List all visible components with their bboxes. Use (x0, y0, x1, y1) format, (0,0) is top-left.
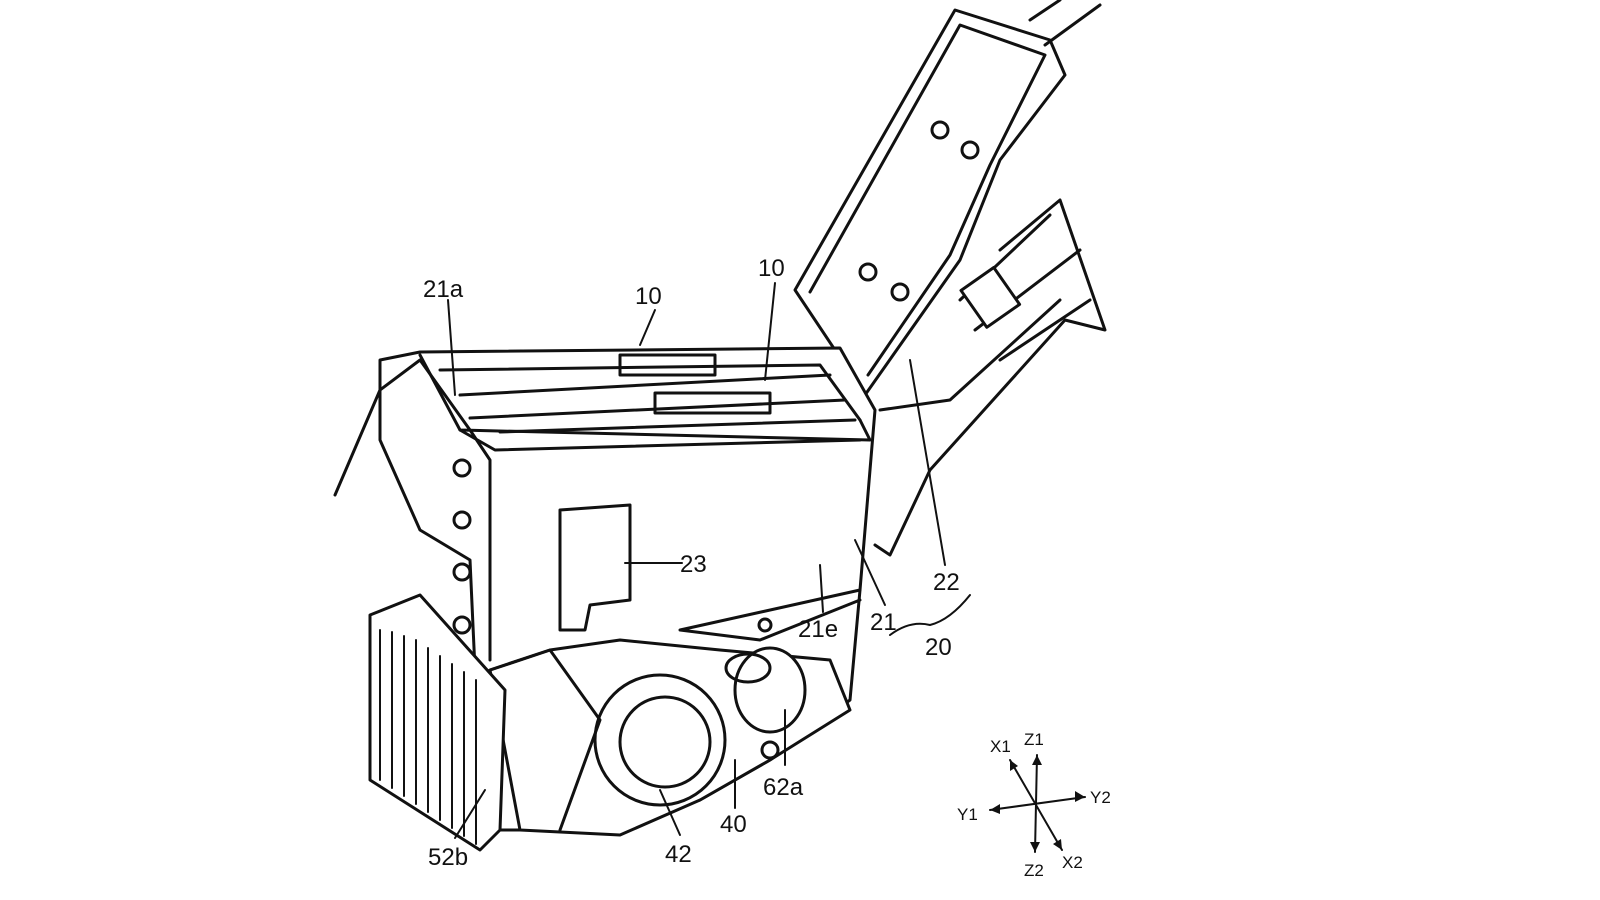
label-42: 42 (665, 841, 692, 868)
y-axis-line (989, 796, 1086, 811)
axis-label-y1: Y1 (957, 805, 978, 824)
axis-label-z1: Z1 (1024, 730, 1044, 749)
label-20: 20 (925, 634, 952, 661)
frame-structure (873, 198, 1107, 557)
axis-label-x1: X1 (990, 737, 1011, 756)
lid-22 (793, 0, 1102, 397)
leader-lines (447, 282, 971, 839)
filter-52b (368, 593, 602, 852)
label-10-upper-lid: 10 (635, 283, 662, 310)
label-21e: 21e (798, 616, 838, 643)
intake-duct-40 (488, 617, 852, 837)
label-10-right: 10 (758, 255, 785, 282)
label-21: 21 (870, 609, 897, 636)
x-axis-line (1009, 759, 1063, 851)
axis-label-x2: X2 (1062, 853, 1083, 872)
axis-indicator: X1 Z1 Y2 Y1 Z2 X2 (957, 730, 1111, 880)
label-62a: 62a (763, 774, 804, 801)
label-52b: 52b (428, 844, 468, 871)
axis-label-y2: Y2 (1090, 788, 1111, 807)
label-23: 23 (680, 551, 707, 578)
axis-label-z2: Z2 (1024, 861, 1044, 880)
label-40: 40 (720, 811, 747, 838)
label-22: 22 (933, 569, 960, 596)
label-21a: 21a (423, 276, 464, 303)
